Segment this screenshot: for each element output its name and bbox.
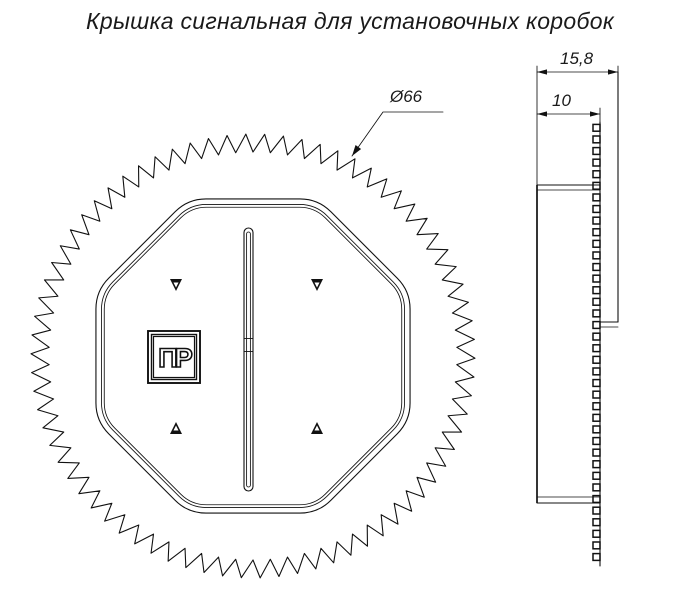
screwdriver-slot xyxy=(243,227,254,492)
side-knurl-tooth-16 xyxy=(592,309,601,318)
side-knurl-tooth-26 xyxy=(592,425,601,434)
diameter-callout: Ø66 xyxy=(351,87,444,157)
orientation-markers xyxy=(170,279,323,434)
dimension-inner-width-label: 10 xyxy=(552,91,571,110)
side-knurl-tooth-32 xyxy=(592,494,601,504)
side-knurl-tooth-28 xyxy=(592,448,601,457)
side-knurl-tooth-34 xyxy=(592,518,601,527)
side-knurl-tooth-21 xyxy=(592,367,601,376)
triangle-marker-bottom-right-inner xyxy=(314,425,320,431)
slot-inner-line xyxy=(246,231,251,488)
side-knurl-tooth-27 xyxy=(592,436,601,446)
dimension-overall-width-arrow-1 xyxy=(608,69,618,75)
side-knurl-tooth-12 xyxy=(592,262,601,272)
side-knurl-tooth-22 xyxy=(592,378,601,388)
octagon-plate-inner-edge-2 xyxy=(103,206,403,506)
side-knurl-tooth-31 xyxy=(592,483,601,492)
side-knurl-tooth-0 xyxy=(592,123,601,132)
side-knurl-tooth-23 xyxy=(592,390,601,399)
octagon-plate-outer-edge xyxy=(95,198,411,514)
side-knurl-tooth-36 xyxy=(592,541,601,550)
side-knurl-tooth-4 xyxy=(592,170,601,179)
logo-frame-2 xyxy=(152,335,196,379)
side-knurl-tooth-33 xyxy=(592,506,601,515)
front-view: ПР Ø66 xyxy=(30,87,476,579)
side-knurl-tooth-5 xyxy=(592,181,601,190)
slot-outline xyxy=(243,227,254,492)
side-knurl-tooth-11 xyxy=(592,251,601,260)
callout-leader-line xyxy=(351,111,444,157)
side-knurl-tooth-29 xyxy=(592,460,601,469)
side-knurl-tooth-18 xyxy=(592,332,601,341)
side-view-body xyxy=(536,71,619,567)
side-knurl-tooth-9 xyxy=(592,228,601,237)
page-title: Крышка сигнальная для установочных короб… xyxy=(86,8,614,34)
side-knurl-tooth-3 xyxy=(592,158,601,167)
triangle-marker-top-right-inner xyxy=(314,282,320,288)
dimension-inner-width-arrow-0 xyxy=(537,111,547,117)
triangle-marker-top-left-inner xyxy=(173,282,179,288)
dimension-inner-width-arrow-1 xyxy=(590,111,600,117)
side-view-knurl-teeth xyxy=(592,123,601,562)
side-knurl-tooth-25 xyxy=(592,413,601,422)
side-knurl-tooth-7 xyxy=(592,204,601,214)
side-knurl-tooth-1 xyxy=(592,135,601,144)
side-knurl-tooth-15 xyxy=(592,297,601,306)
side-knurl-tooth-20 xyxy=(592,355,601,364)
dimension-overall-width-label: 15,8 xyxy=(560,49,594,68)
side-knurl-tooth-17 xyxy=(592,320,601,330)
side-knurl-tooth-30 xyxy=(592,471,601,480)
logo-monogram: ПР xyxy=(158,343,192,373)
side-knurl-tooth-6 xyxy=(592,193,601,202)
side-view-dimensions xyxy=(536,65,619,191)
side-view: 15,8 10 xyxy=(536,49,619,567)
knurled-rim xyxy=(30,133,476,579)
manufacturer-logo: ПР xyxy=(147,330,201,384)
side-knurl-tooth-14 xyxy=(592,286,601,295)
side-knurl-tooth-19 xyxy=(592,344,601,353)
octagon-plate-inner-edge xyxy=(101,204,405,508)
diameter-callout-label: Ø66 xyxy=(389,87,423,106)
side-knurl-tooth-37 xyxy=(592,552,601,562)
side-knurl-tooth-13 xyxy=(592,274,601,283)
logo-frame-1 xyxy=(150,333,198,381)
callout-arrowhead xyxy=(352,145,362,156)
triangle-marker-bottom-left-inner xyxy=(173,425,179,431)
side-knurl-tooth-2 xyxy=(592,146,601,156)
side-knurl-tooth-10 xyxy=(592,239,601,248)
logo-frame-0 xyxy=(147,330,201,384)
dimension-overall-width-arrow-0 xyxy=(537,69,547,75)
side-knurl-tooth-35 xyxy=(592,529,601,538)
side-knurl-tooth-24 xyxy=(592,402,601,411)
side-knurl-tooth-8 xyxy=(592,216,601,225)
